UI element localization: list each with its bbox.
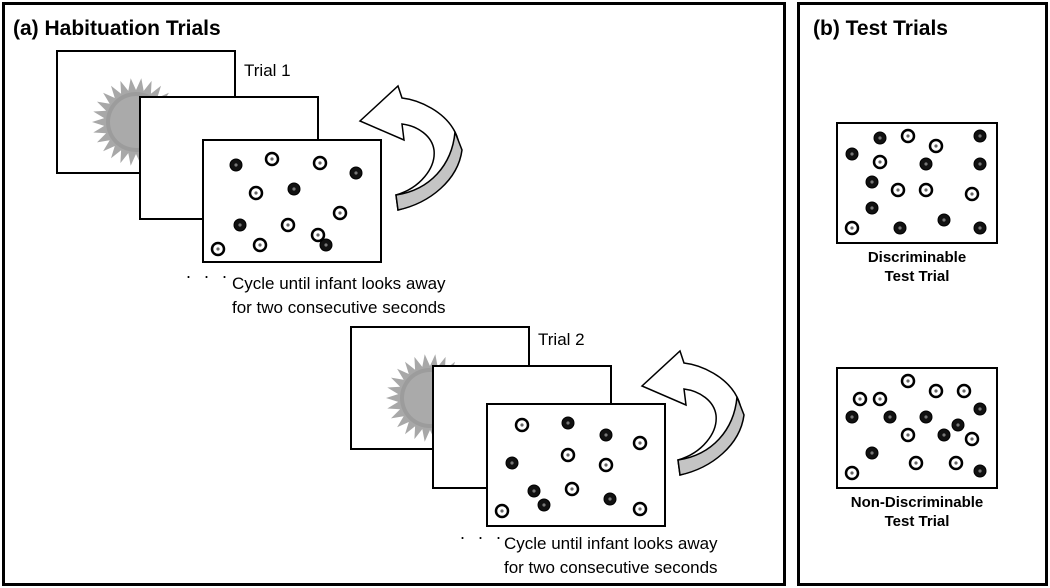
open-dot	[890, 182, 906, 198]
filled-dot	[973, 221, 987, 235]
open-dot	[928, 383, 944, 399]
filled-dot	[319, 238, 333, 252]
cycle-text-2a: Cycle until infant looks away	[504, 534, 718, 553]
filled-dot	[865, 175, 879, 189]
open-dot	[598, 457, 614, 473]
open-dot	[844, 465, 860, 481]
discriminable-caption: Discriminable Test Trial	[836, 248, 998, 286]
open-dot	[280, 217, 296, 233]
filled-dot	[287, 182, 301, 196]
filled-dot	[865, 201, 879, 215]
open-dot	[514, 417, 530, 433]
filled-dot	[537, 498, 551, 512]
filled-dot	[599, 428, 613, 442]
filled-dot	[919, 157, 933, 171]
open-dot	[264, 151, 280, 167]
open-dot	[948, 455, 964, 471]
open-dot	[312, 155, 328, 171]
filled-dot	[951, 418, 965, 432]
cycle-text-1b: for two consecutive seconds	[232, 298, 446, 317]
open-dot	[964, 431, 980, 447]
open-dot	[252, 237, 268, 253]
filled-dot	[973, 157, 987, 171]
open-dot	[310, 227, 326, 243]
open-dot	[844, 220, 860, 236]
filled-dot	[505, 456, 519, 470]
non-discriminable-card	[836, 367, 998, 489]
filled-dot	[527, 484, 541, 498]
filled-dot	[973, 129, 987, 143]
open-dot	[564, 481, 580, 497]
filled-dot	[893, 221, 907, 235]
dot-array-2	[494, 416, 648, 519]
ellipsis-2: . . .	[460, 523, 506, 543]
panel-a-title: (a) Habituation Trials	[13, 17, 221, 40]
filled-dot	[845, 147, 859, 161]
non-discriminable-line1: Non-Discriminable	[850, 494, 984, 511]
filled-dot	[973, 402, 987, 416]
filled-dot	[937, 213, 951, 227]
cycle-text-1a: Cycle until infant looks away	[232, 274, 446, 293]
trial2-dot-card	[486, 403, 666, 527]
open-dot	[900, 128, 916, 144]
open-dot	[210, 241, 226, 257]
open-dot	[560, 447, 576, 463]
filled-dot	[937, 428, 951, 442]
filled-dot	[919, 410, 933, 424]
dot-array-non-discriminable	[844, 373, 987, 481]
open-dot	[964, 186, 980, 202]
filled-dot	[229, 158, 243, 172]
filled-dot	[865, 446, 879, 460]
open-dot	[956, 383, 972, 399]
filled-dot	[973, 464, 987, 478]
open-dot	[872, 391, 888, 407]
ellipsis-1: . . .	[186, 262, 232, 282]
discriminable-line1: Discriminable	[867, 249, 967, 266]
open-dot	[852, 391, 868, 407]
filled-dot	[603, 492, 617, 506]
trial1-dot-card	[202, 139, 382, 263]
dot-array	[210, 151, 363, 257]
open-dot	[632, 501, 648, 517]
non-discriminable-line2: Test Trial	[884, 513, 950, 530]
open-dot	[900, 427, 916, 443]
open-dot	[928, 138, 944, 154]
panel-b-title: (b) Test Trials	[813, 17, 948, 40]
discriminable-card	[836, 122, 998, 244]
discriminable-line2: Test Trial	[884, 268, 950, 285]
open-dot	[872, 154, 888, 170]
non-discriminable-caption: Non-Discriminable Test Trial	[826, 493, 1008, 531]
filled-dot	[233, 218, 247, 232]
open-dot	[918, 182, 934, 198]
dot-array-discriminable	[844, 128, 987, 236]
filled-dot	[883, 410, 897, 424]
filled-dot	[845, 410, 859, 424]
filled-dot	[873, 131, 887, 145]
open-dot	[632, 435, 648, 451]
filled-dot	[561, 416, 575, 430]
cycle-text-2b: for two consecutive seconds	[504, 558, 718, 577]
open-dot	[494, 503, 510, 519]
trial1-label: Trial 1	[244, 61, 291, 80]
open-dot	[332, 205, 348, 221]
trial2-label: Trial 2	[538, 330, 585, 349]
open-dot	[900, 373, 916, 389]
open-dot	[908, 455, 924, 471]
open-dot	[248, 185, 264, 201]
filled-dot	[349, 166, 363, 180]
